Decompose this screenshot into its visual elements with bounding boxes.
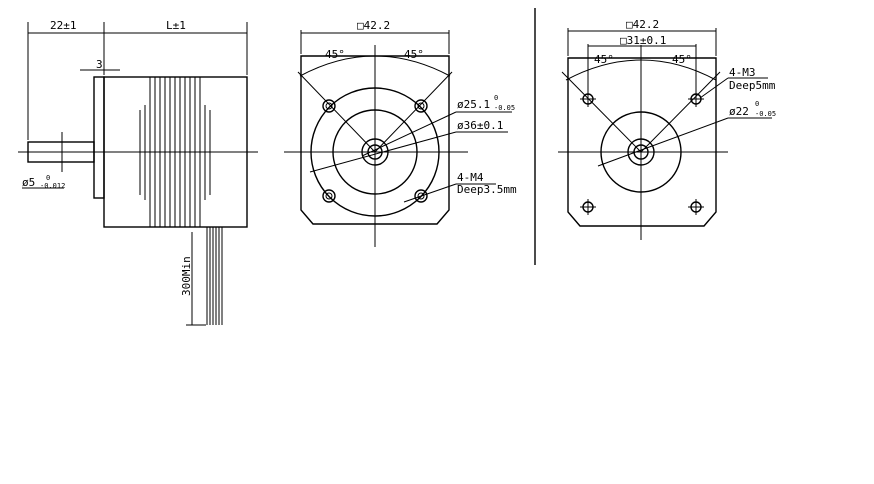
dim-boss-diameter: ø36±0.1	[457, 119, 503, 132]
front-outline	[300, 55, 450, 225]
side-view: 22±1 L±1 3 ø5 0 -0.012 300Min	[18, 19, 258, 326]
rear-angle-left: 45°	[594, 53, 614, 66]
label-holes-depth: Deep3.5mm	[457, 183, 517, 196]
dim-lead-length: 300Min	[180, 256, 193, 296]
rear-shaft-outer	[627, 138, 655, 166]
dim-pilot-diameter: ø25.1	[457, 98, 490, 111]
label-holes: 4-M4	[457, 171, 484, 184]
lead-wires	[206, 227, 223, 325]
hole-top-right	[414, 99, 428, 113]
angle-right: 45°	[404, 48, 424, 61]
shaft-tol-upper: 0	[46, 174, 50, 182]
pilot-tol-upper: 0	[494, 94, 498, 102]
boss-circle	[310, 87, 440, 217]
shaft-outer	[361, 138, 389, 166]
hole-top-left	[322, 99, 336, 113]
dim-shaft-diameter: ø5	[22, 176, 35, 189]
hole-bottom-left	[322, 189, 336, 203]
dim-rear-width: □42.2	[626, 18, 659, 31]
rear-holes	[580, 91, 704, 215]
rear-outline	[567, 57, 717, 227]
dim-shaft-length: 22±1	[50, 19, 77, 32]
front-view: □42.2 45° 45° ø25.1 0 -0.05 ø36±0.1	[284, 19, 517, 247]
rear-boss-tol-upper: 0	[755, 100, 759, 108]
angle-left: 45°	[325, 48, 345, 61]
pilot-circle	[332, 109, 418, 195]
dim-flange-thickness: 3	[96, 58, 103, 71]
rear-angle-right: 45°	[672, 53, 692, 66]
dim-body-length: L±1	[166, 19, 186, 32]
rear-boss-tol-lower: -0.05	[755, 110, 776, 118]
label-rear-holes-depth: Deep5mm	[729, 79, 776, 92]
pilot-tol-lower: -0.05	[494, 104, 515, 112]
dim-hole-spacing: □31±0.1	[620, 34, 666, 47]
rear-shaft-inner	[633, 144, 649, 160]
shaft-tol-lower: -0.012	[40, 182, 65, 190]
cooling-ribs	[139, 77, 211, 227]
rear-boss-circle	[600, 111, 682, 193]
label-rear-holes: 4-M3	[729, 66, 756, 79]
dim-front-width: □42.2	[357, 19, 390, 32]
flange	[93, 76, 105, 199]
hole-bottom-right	[414, 189, 428, 203]
dim-rear-boss-diameter: ø22	[729, 105, 749, 118]
rear-view: □42.2 □31±0.1 45° 45°	[558, 18, 776, 240]
